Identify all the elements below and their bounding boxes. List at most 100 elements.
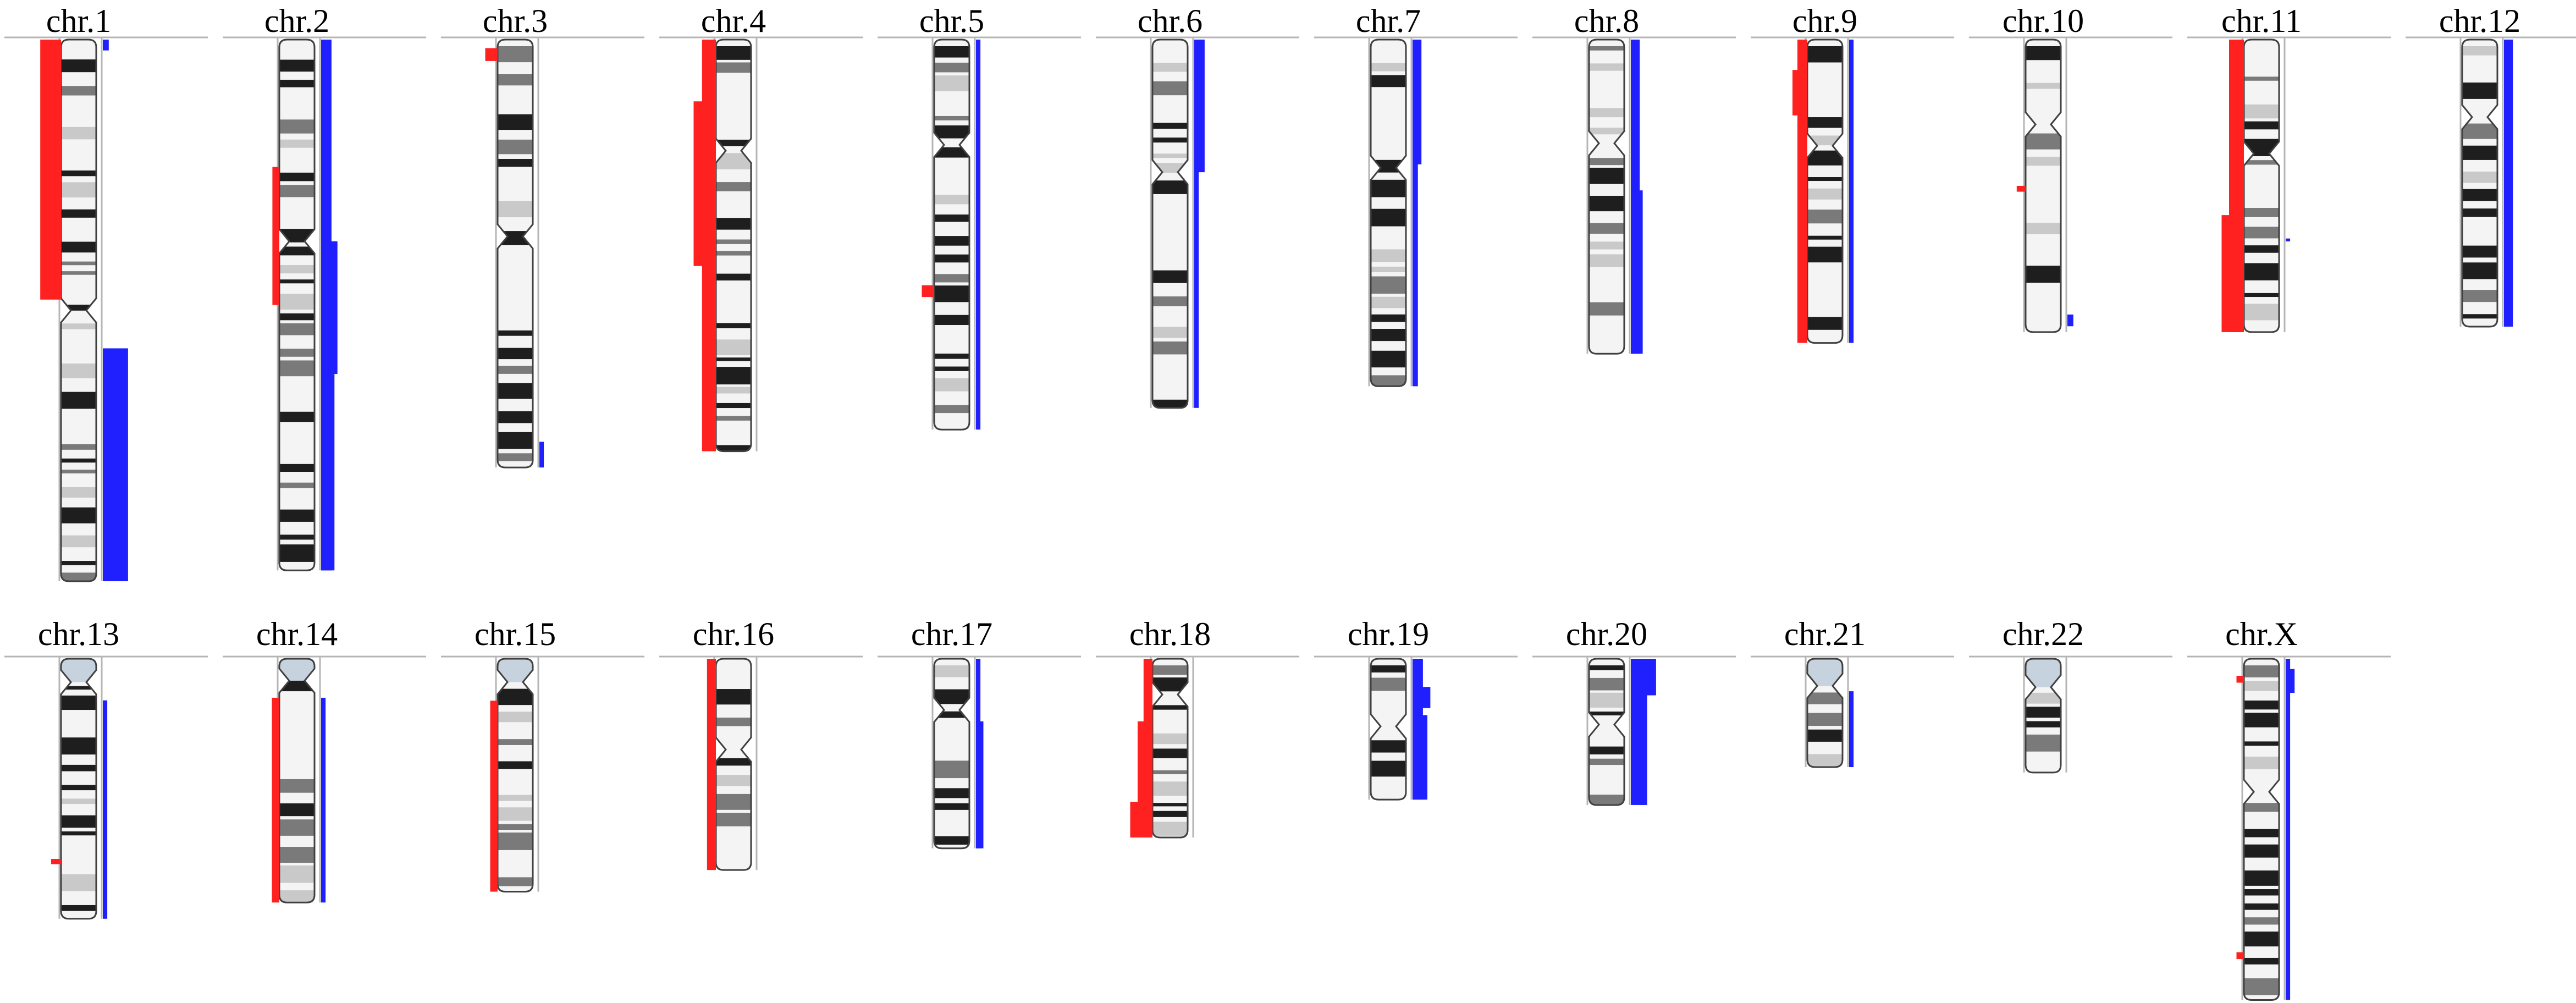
band bbox=[1589, 758, 1624, 765]
chromosome-outline bbox=[1806, 658, 1844, 768]
band bbox=[716, 758, 751, 766]
copy-gain-bar bbox=[321, 697, 326, 903]
band bbox=[61, 323, 96, 329]
band bbox=[61, 695, 96, 710]
chromosome-outline bbox=[1370, 658, 1407, 801]
chromosome-bands bbox=[1371, 659, 1406, 800]
band bbox=[61, 487, 96, 498]
band bbox=[1371, 665, 1406, 673]
band bbox=[2244, 304, 2279, 321]
chromosome-15: chr.15 bbox=[441, 616, 644, 893]
band-background bbox=[498, 40, 533, 468]
band bbox=[2462, 46, 2497, 56]
band bbox=[1589, 302, 1624, 316]
chromosome-label: chr.6 bbox=[1138, 3, 1202, 39]
band bbox=[716, 793, 751, 810]
chromosome-13: chr.13 bbox=[4, 616, 208, 920]
band-background bbox=[934, 659, 969, 848]
band bbox=[1152, 803, 1188, 807]
copy-gain-bar bbox=[1849, 691, 1854, 767]
band bbox=[934, 354, 969, 359]
band bbox=[934, 46, 969, 58]
band bbox=[934, 378, 969, 392]
band bbox=[716, 140, 751, 146]
copy-gain-bar bbox=[103, 40, 109, 51]
band bbox=[279, 482, 315, 488]
band bbox=[61, 126, 96, 140]
band bbox=[934, 214, 969, 222]
band bbox=[1371, 329, 1406, 341]
band bbox=[2244, 293, 2279, 297]
band bbox=[934, 405, 969, 414]
chromosome-8: chr.8 bbox=[1532, 3, 1736, 355]
band bbox=[279, 509, 315, 522]
band bbox=[2244, 665, 2279, 677]
band bbox=[2462, 172, 2497, 183]
chromosome-label: chr.17 bbox=[911, 616, 992, 652]
band bbox=[279, 172, 315, 181]
chromosome-bands bbox=[2244, 40, 2279, 332]
copy-gain-bar bbox=[2286, 238, 2291, 242]
band bbox=[716, 403, 751, 409]
acrocentric-cap bbox=[61, 659, 96, 682]
chromosome-12: chr.12 bbox=[2406, 3, 2576, 328]
band bbox=[1807, 317, 1843, 330]
chromosome-outline bbox=[2243, 658, 2280, 1001]
band bbox=[716, 717, 751, 726]
band bbox=[716, 182, 751, 191]
band bbox=[61, 561, 96, 565]
chromosome-label: chr.21 bbox=[1784, 616, 1866, 652]
band bbox=[2244, 104, 2279, 119]
band bbox=[1589, 665, 1624, 670]
chromosome-bands bbox=[716, 40, 751, 451]
chromosome-label: chr.22 bbox=[2003, 616, 2084, 652]
copy-loss-bar bbox=[2236, 676, 2244, 683]
band bbox=[1589, 167, 1624, 184]
chromosome-4: chr.4 bbox=[659, 3, 863, 453]
copy-gain-bar bbox=[1413, 40, 1418, 387]
band bbox=[2244, 756, 2279, 769]
band bbox=[1371, 740, 1406, 753]
band bbox=[716, 357, 751, 361]
chromosome-label: chr.19 bbox=[1348, 616, 1429, 652]
band bbox=[1152, 770, 1188, 774]
band bbox=[1371, 677, 1406, 691]
chromosome-9: chr.9 bbox=[1751, 3, 1954, 344]
chromosome-20: chr.20 bbox=[1532, 616, 1736, 806]
copy-gain-bar bbox=[1849, 40, 1854, 343]
band bbox=[1152, 81, 1188, 96]
band bbox=[716, 46, 751, 60]
chromosome-bands bbox=[498, 40, 533, 468]
copy-gain-bar bbox=[1413, 687, 1431, 708]
band bbox=[1807, 117, 1843, 128]
chromosome-10: chr.10 bbox=[1969, 3, 2172, 333]
copy-gain-bar bbox=[1194, 40, 1205, 173]
band bbox=[61, 59, 96, 73]
band bbox=[61, 737, 96, 755]
band bbox=[61, 241, 96, 253]
band bbox=[1589, 63, 1624, 71]
band bbox=[1807, 729, 1843, 742]
copy-loss-bar bbox=[1130, 802, 1152, 838]
chromosome-label: chr.20 bbox=[1566, 616, 1647, 652]
band bbox=[61, 470, 96, 473]
copy-loss-bar bbox=[272, 167, 279, 305]
band bbox=[498, 453, 533, 461]
band bbox=[1152, 270, 1188, 283]
chromosome-outline bbox=[497, 658, 534, 893]
band bbox=[279, 411, 315, 422]
band bbox=[1152, 163, 1188, 173]
band bbox=[1807, 246, 1843, 263]
band bbox=[2026, 266, 2061, 283]
chromosome-bands bbox=[1807, 659, 1843, 767]
chromosome-label: chr.5 bbox=[919, 3, 984, 39]
band bbox=[2244, 978, 2279, 995]
chromosome-outline bbox=[1370, 38, 1407, 387]
band bbox=[279, 847, 315, 863]
chromosome-outline bbox=[2461, 38, 2498, 328]
band bbox=[934, 125, 969, 139]
copy-loss-bar bbox=[1792, 70, 1807, 115]
band bbox=[61, 444, 96, 450]
band bbox=[279, 464, 315, 472]
chromosome-outline bbox=[1151, 658, 1189, 839]
